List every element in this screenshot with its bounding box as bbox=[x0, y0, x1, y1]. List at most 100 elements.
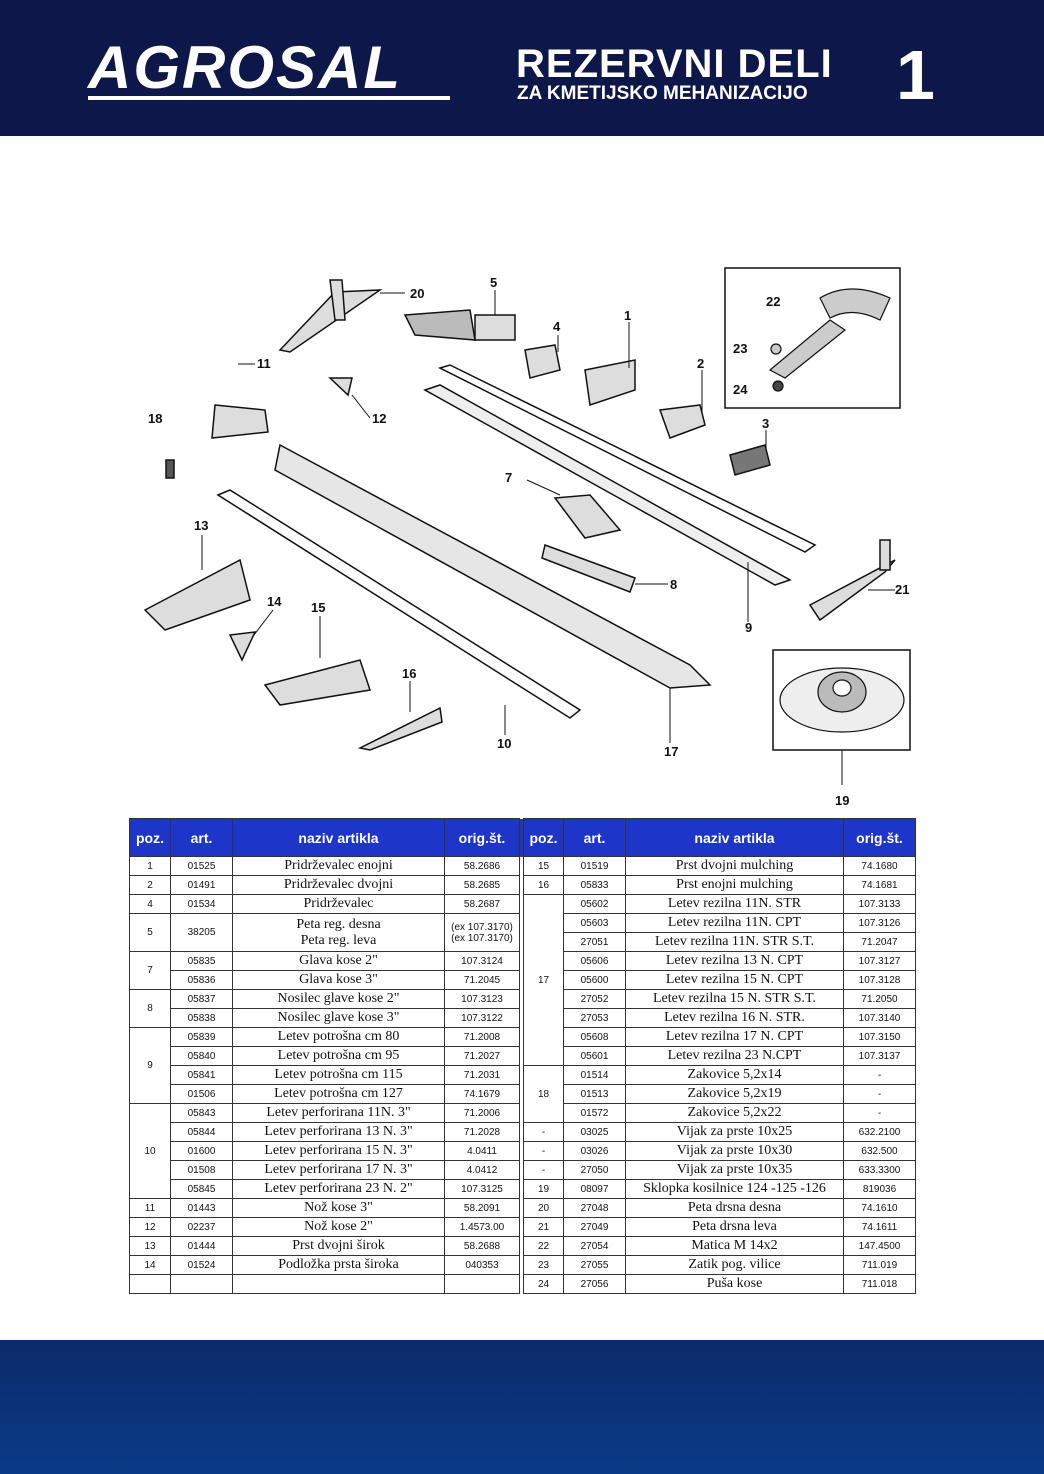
cell-orig: 107.3126 bbox=[843, 913, 916, 933]
part-1-shape bbox=[584, 359, 636, 406]
cell-art: 38205 bbox=[170, 913, 233, 952]
cell-orig: 4.0412 bbox=[444, 1160, 520, 1180]
callout-17: 17 bbox=[664, 744, 678, 759]
leader-7 bbox=[526, 479, 561, 496]
cell-art: 01491 bbox=[170, 875, 233, 895]
cell-art: 01524 bbox=[170, 1255, 233, 1275]
cell-orig: - bbox=[843, 1103, 916, 1123]
cell-art: 05845 bbox=[170, 1179, 233, 1199]
cell-poz: 5 bbox=[129, 913, 171, 952]
part-5-bracket bbox=[474, 314, 516, 341]
part-21-tip bbox=[879, 539, 891, 571]
cell-orig: 107.3137 bbox=[843, 1046, 916, 1066]
cell-art: 05838 bbox=[170, 1008, 233, 1028]
part-14-shape bbox=[228, 631, 257, 662]
part-9-bar-bottom bbox=[423, 384, 792, 586]
callout-22: 22 bbox=[766, 294, 780, 309]
page-header: AGROSAL REZERVNI DELI ZA KMETIJSKO MEHAN… bbox=[0, 0, 1044, 136]
cell-orig: 71.2047 bbox=[843, 932, 916, 952]
cell-name: Zakovice 5,2x19 bbox=[625, 1084, 844, 1104]
callout-9: 9 bbox=[745, 620, 752, 635]
cell-orig: 58.2091 bbox=[444, 1198, 520, 1218]
part-24-shape bbox=[772, 380, 784, 392]
cell-orig: 040353 bbox=[444, 1255, 520, 1275]
cell-orig: 71.2045 bbox=[444, 970, 520, 990]
cell-art: 05603 bbox=[563, 913, 626, 933]
cell-name: Matica M 14x2 bbox=[625, 1236, 844, 1256]
cell-name: Pridrževalec dvojni bbox=[232, 875, 445, 895]
cell-name: Nož kose 2" bbox=[232, 1217, 445, 1237]
cell-art: 27056 bbox=[563, 1274, 626, 1294]
cell-orig: - bbox=[843, 1084, 916, 1104]
cell-name: Prst enojni mulching bbox=[625, 875, 844, 895]
part-5-shape bbox=[403, 309, 476, 341]
callout-18: 18 bbox=[148, 411, 162, 426]
cell-orig: 74.1610 bbox=[843, 1198, 916, 1218]
callout-19: 19 bbox=[835, 793, 849, 808]
cell-orig: (ex 107.3170)(ex 107.3170) bbox=[444, 913, 520, 952]
cell-orig: 147.4500 bbox=[843, 1236, 916, 1256]
cell-name: Prst dvojni mulching bbox=[625, 856, 844, 876]
cell-orig: 107.3128 bbox=[843, 970, 916, 990]
cell-orig: 71.2027 bbox=[444, 1046, 520, 1066]
cell-poz: 12 bbox=[129, 1217, 171, 1237]
cell-poz: 19 bbox=[523, 1179, 564, 1199]
cell-poz: 15 bbox=[523, 856, 564, 876]
cell-art: 27049 bbox=[563, 1217, 626, 1237]
part-20-tip bbox=[329, 279, 346, 321]
cell-orig: 632.2100 bbox=[843, 1122, 916, 1142]
cell-empty bbox=[129, 1274, 171, 1294]
cell-art: 01525 bbox=[170, 856, 233, 876]
cell-poz: - bbox=[523, 1141, 564, 1161]
cell-orig: 58.2687 bbox=[444, 894, 520, 914]
leader-12 bbox=[351, 394, 371, 419]
part-20-shape bbox=[278, 289, 383, 353]
cell-name-line: Peta reg. desna bbox=[296, 916, 381, 932]
header-poz: poz. bbox=[523, 818, 564, 857]
cell-art: 05844 bbox=[170, 1122, 233, 1142]
header-art: art. bbox=[170, 818, 233, 857]
cell-poz: 23 bbox=[523, 1255, 564, 1275]
cell-name: Glava kose 3" bbox=[232, 970, 445, 990]
cell-name: Zakovice 5,2x22 bbox=[625, 1103, 844, 1123]
cell-orig: 74.1680 bbox=[843, 856, 916, 876]
exploded-parts-diagram: 20 5 4 1 22 23 24 11 12 18 2 3 7 13 14 1… bbox=[143, 267, 911, 808]
cell-poz: - bbox=[523, 1122, 564, 1142]
cell-name: Vijak za prste 10x35 bbox=[625, 1160, 844, 1180]
cell-poz: 24 bbox=[523, 1274, 564, 1294]
cell-art: 27050 bbox=[563, 1160, 626, 1180]
cell-poz: 1 bbox=[129, 856, 171, 876]
part-23-shape bbox=[770, 343, 782, 355]
cell-empty bbox=[232, 1274, 445, 1294]
cell-poz: 13 bbox=[129, 1236, 171, 1256]
page-number: 1 bbox=[896, 36, 935, 114]
cell-art: 27055 bbox=[563, 1255, 626, 1275]
callout-1: 1 bbox=[624, 308, 631, 323]
cell-name: Puša kose bbox=[625, 1274, 844, 1294]
cell-name: Letev rezilna 11N. CPT bbox=[625, 913, 844, 933]
cell-orig: 4.0411 bbox=[444, 1141, 520, 1161]
cell-name: Zakovice 5,2x14 bbox=[625, 1065, 844, 1085]
cell-name: Glava kose 2" bbox=[232, 951, 445, 971]
brand-logo: AGROSAL bbox=[88, 38, 450, 108]
cell-orig: 71.2031 bbox=[444, 1065, 520, 1085]
header-orig: orig.št. bbox=[444, 818, 520, 857]
part-11-shape bbox=[211, 404, 269, 439]
cell-orig: 74.1681 bbox=[843, 875, 916, 895]
cell-art: 05839 bbox=[170, 1027, 233, 1047]
cell-orig: 633.3300 bbox=[843, 1160, 916, 1180]
cell-name: Letev potrošna cm 115 bbox=[232, 1065, 445, 1085]
cell-art: 05836 bbox=[170, 970, 233, 990]
cell-poz: 11 bbox=[129, 1198, 171, 1218]
cell-name: Letev perforirana 23 N. 2" bbox=[232, 1179, 445, 1199]
part-12-shape bbox=[328, 377, 353, 397]
pivot-arm bbox=[768, 319, 847, 379]
cell-poz: 18 bbox=[523, 1065, 564, 1123]
